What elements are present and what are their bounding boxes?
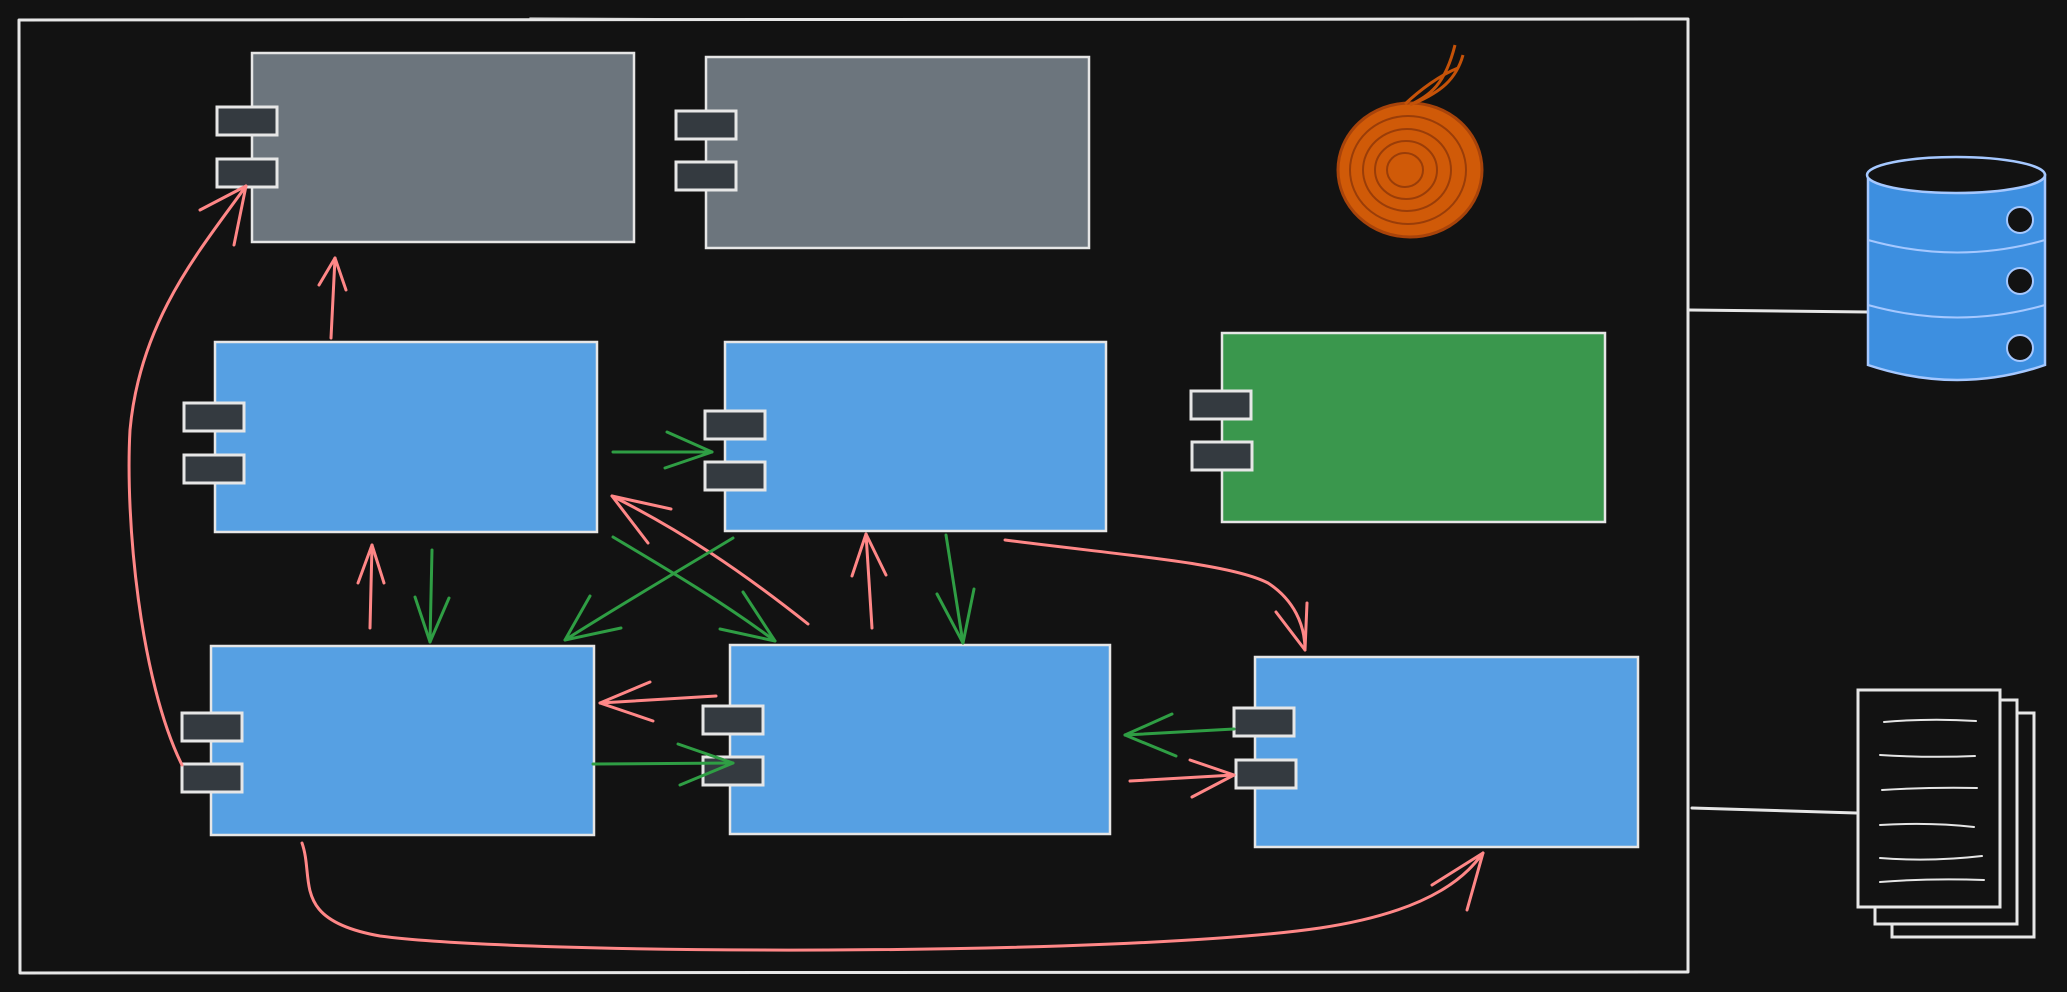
arrow-d-to-b [864,532,874,630]
blue-component-a[interactable] [182,340,599,534]
component-port [1189,389,1253,421]
arrow-a-to-d [611,535,777,643]
green-component[interactable] [1189,331,1607,524]
component-port [674,160,738,192]
arrow-head [1430,851,1485,912]
arrow-head [718,590,777,643]
blue-component-d[interactable] [701,643,1112,836]
arrow-head [1274,601,1309,652]
arrow-head [1123,712,1178,758]
component-port [182,401,246,433]
onion-icon [1336,44,1484,239]
arrow-head [663,430,714,470]
gray-component-1[interactable] [215,51,636,244]
blue-component-c[interactable] [180,644,596,837]
blue-component-b[interactable] [703,340,1108,533]
arrow-head [413,595,451,644]
arrow-d-to-c [598,694,718,705]
arrow-a-to-gray1 [329,256,337,340]
component-port [703,409,767,441]
arrow-b-to-d [944,533,965,645]
arrow-b-to-c [563,536,735,642]
component-port [1232,706,1296,738]
arrow-c-to-a [368,543,374,630]
arrow-c-to-e-bottom [300,841,1485,952]
arrow-head [598,680,655,723]
database-icon [1865,155,2047,382]
system-boundary [17,17,1690,975]
arrow-head [1188,758,1236,799]
arrows-green [413,430,1236,787]
arrow-a-to-c [428,548,434,644]
arrow-head [676,742,735,787]
arrow-b-to-e [1003,538,1307,652]
component-port [1190,440,1254,472]
arrow-c-to-d [591,761,735,766]
arrow-head [610,494,673,545]
component-port [215,157,279,189]
component-port [215,105,279,137]
arrow-c-to-gray1 [127,184,248,767]
documents-icon [1856,688,2036,939]
arrow-d-to-e [1128,773,1236,783]
connector-to-database [1687,308,1870,314]
arrow-head [850,532,888,578]
component-port [703,460,767,492]
component-port [180,711,244,743]
arrow-e-to-d [1123,727,1236,737]
arrows-red [127,184,1485,952]
arrow-head [356,543,386,585]
gray-component-2[interactable] [674,55,1091,250]
component-port [1234,758,1298,790]
arrow-head [563,594,623,642]
component-port [674,109,738,141]
component-port [701,704,765,736]
arrow-head [198,184,248,247]
arrow-head [317,256,348,292]
component-port [180,762,244,794]
component-port [182,453,246,485]
arrow-head [935,587,976,645]
blue-component-e[interactable] [1232,655,1640,849]
connector-to-documents [1690,806,1858,815]
